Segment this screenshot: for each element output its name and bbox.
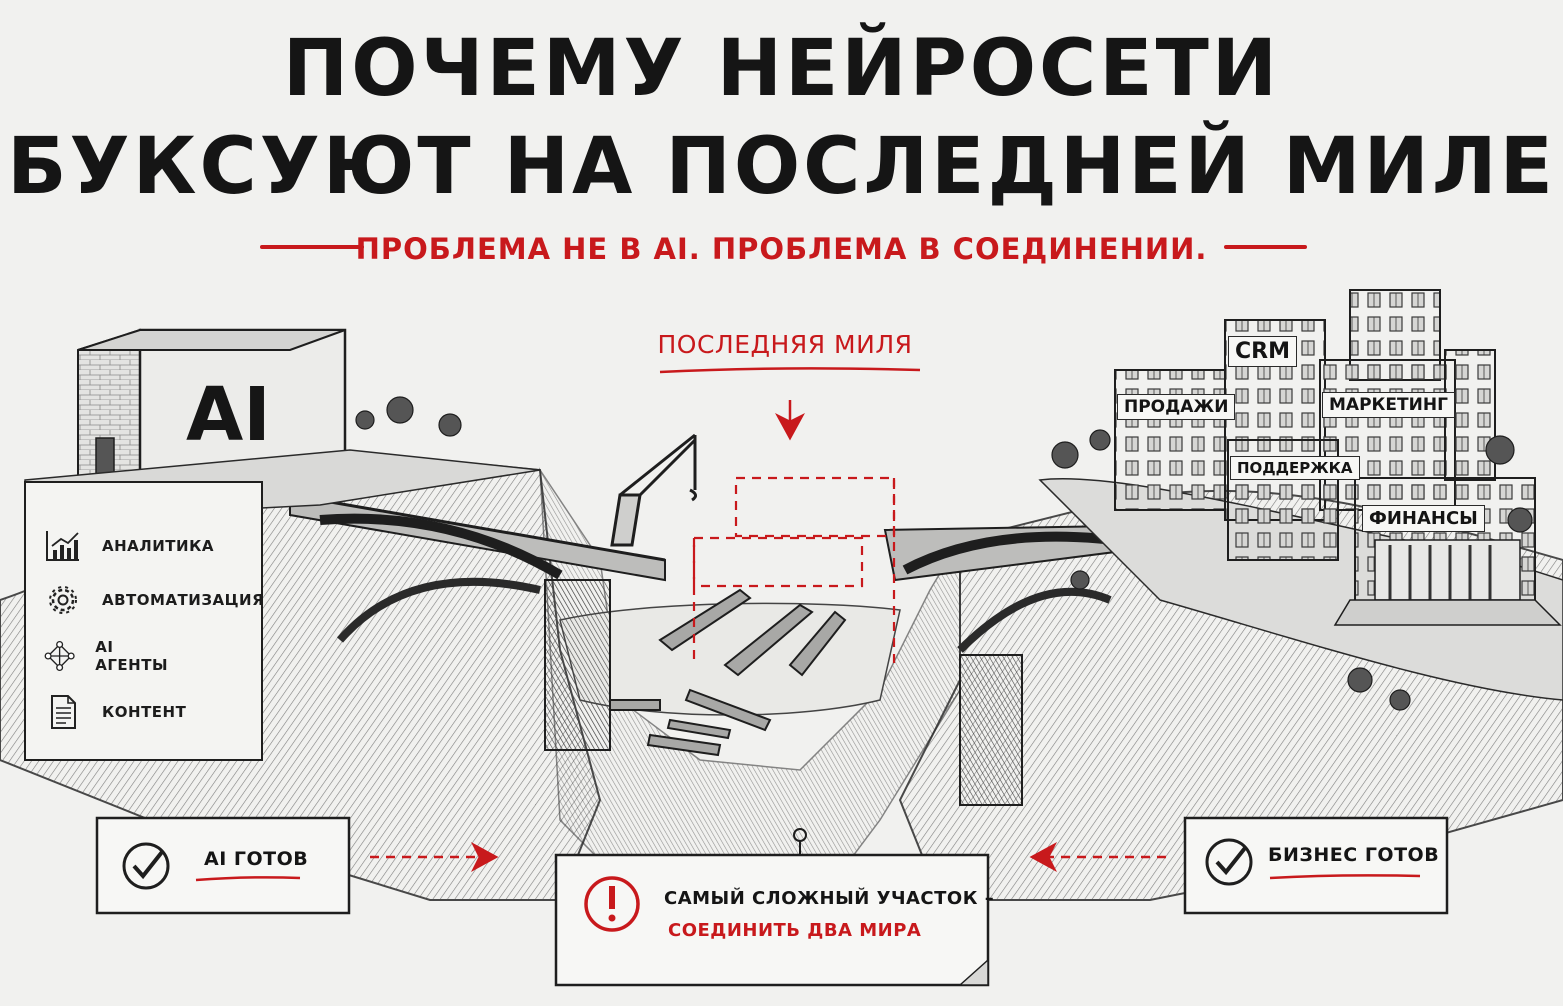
steel-beams [609, 588, 847, 757]
ai-building-label: AI [186, 372, 271, 458]
document-icon [51, 695, 76, 729]
feature-content: КОНТЕНТ [44, 694, 186, 730]
page-title-line-1: ПОЧЕМУ НЕЙРОСЕТИ [282, 24, 1281, 114]
page-title-line-2: БУКСУЮТ НА ПОСЛЕДНЕЙ МИЛЕ [7, 122, 1556, 212]
sign-crm: CRM [1228, 336, 1297, 367]
feature-label: АВТОМАТИЗАЦИЯ [102, 591, 265, 609]
feature-label: КОНТЕНТ [102, 703, 187, 721]
sign-finance: ФИНАНСЫ [1362, 505, 1485, 532]
card-business-ready [1183, 816, 1449, 915]
feature-label: AI АГЕНТЫ [95, 638, 168, 674]
sign-sales: ПРОДАЖИ [1117, 394, 1236, 420]
feature-analytics: АНАЛИТИКА [44, 528, 214, 564]
missing-span-outline [692, 476, 896, 665]
center-text-line-1: САМЫЙ СЛОЖНЫЙ УЧАСТОК – [664, 888, 995, 909]
ai-ready-text: AI ГОТОВ [204, 848, 309, 870]
feature-automation: АВТОМАТИЗАЦИЯ [44, 582, 264, 618]
sign-support: ПОДДЕРЖКА [1230, 456, 1360, 480]
business-ready-text: БИЗНЕС ГОТОВ [1268, 844, 1440, 866]
last-mile-label: ПОСЛЕДНЯЯ МИЛЯ [657, 330, 913, 359]
feature-ai-agents: AI АГЕНТЫ [44, 638, 175, 674]
sign-marketing: МАРКЕТИНГ [1322, 392, 1455, 418]
business-district [1038, 289, 1563, 701]
ai-features-panel [24, 481, 263, 761]
card-ai-ready [95, 816, 351, 915]
card-center [554, 828, 990, 987]
subtitle: ПРОБЛЕМА НЕ В AI. ПРОБЛЕМА В СОЕДИНЕНИИ. [355, 232, 1208, 266]
feature-label: АНАЛИТИКА [102, 537, 214, 555]
last-mile-underline [659, 367, 921, 374]
right-bridge [883, 523, 1171, 806]
network-icon [44, 640, 75, 672]
chart-icon [46, 531, 79, 561]
center-text-line-2: СОЕДИНИТЬ ДВА МИРА [668, 920, 922, 941]
left-bridge [289, 493, 666, 751]
trees [355, 396, 1533, 711]
gear-icon [49, 586, 77, 614]
crane [610, 433, 697, 547]
